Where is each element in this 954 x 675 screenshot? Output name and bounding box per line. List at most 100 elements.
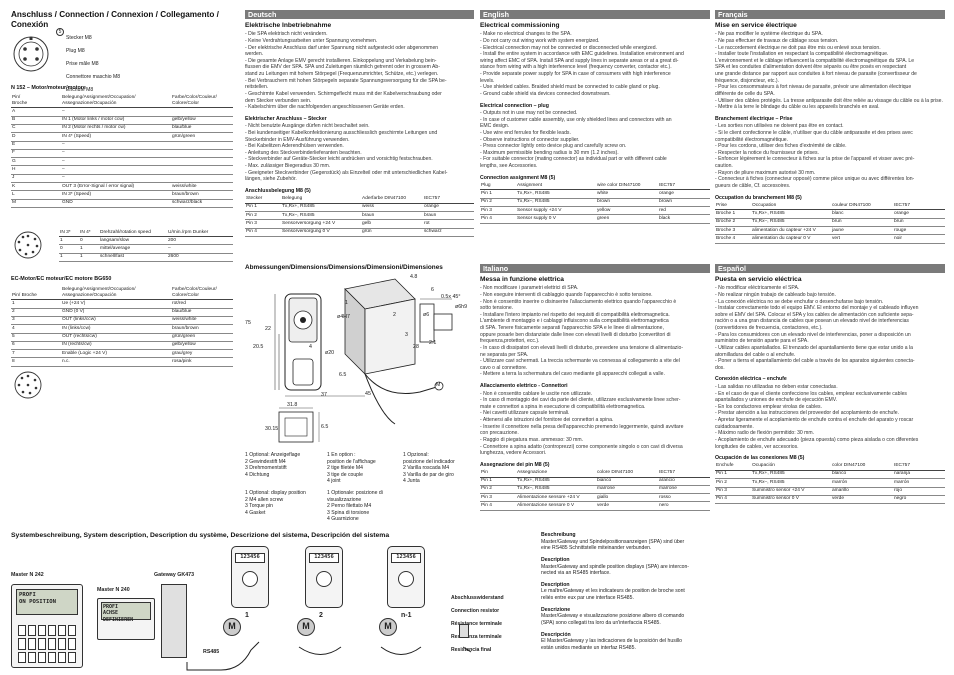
table-cell: mittel/average (99, 244, 167, 254)
table-header-cell: Aderfarbe DIN47100 (361, 195, 423, 204)
table-row: G– (11, 157, 233, 167)
table-cell: weiss (361, 203, 423, 213)
table-cell: – (61, 165, 171, 175)
table-cell: IN 3* (Speed) (61, 190, 171, 200)
table-cell: braun/brown (171, 190, 233, 200)
english-plug-body: - Outputs not in use may not be connecte… (480, 110, 672, 170)
dim-label-22: 22 (265, 326, 271, 332)
table-cell: vert (831, 234, 893, 244)
dimension-legend-fr: 1 En option : position de l'affichage 2 … (327, 452, 376, 485)
dimensions-title: Abmessungen/Dimensions/Dimensions/Dimens… (245, 264, 443, 271)
table-cell: 1 (11, 299, 61, 309)
table-cell: Pin 3 (715, 487, 751, 496)
table-cell: Pin 4 (480, 214, 516, 224)
table-cell: D (11, 132, 61, 142)
motor-table-title: N 152 – Motor/moteur/motore (11, 85, 86, 91)
table-cell (171, 165, 233, 175)
table-cell: rojo (893, 487, 945, 496)
table-cell: Alimentazione sensore +24 V (516, 493, 596, 503)
table-cell: H (11, 165, 61, 175)
table-cell: Pin 4 (715, 495, 751, 505)
connector-callout-number: 5 (56, 28, 64, 36)
table-cell: Pin 4 (480, 501, 516, 511)
table-cell: B (11, 116, 61, 125)
table-cell: A (11, 107, 61, 117)
table-cell: Broche 3 (715, 226, 751, 236)
motor-symbol-label: M (436, 382, 441, 388)
table-cell: Tx,Rx–, RS485 (516, 485, 596, 495)
section-dimensions: Abmessungen/Dimensions/Dimensions/Dimens… (245, 264, 474, 526)
table-header-cell: IEC757 (658, 182, 710, 191)
table-cell: verde (831, 495, 893, 505)
english-title: Electrical commissioning (480, 22, 560, 29)
table-cell: OUT (rechts/cw) (61, 333, 171, 342)
table-cell: grün/green (171, 333, 233, 342)
dim-label-6: 6 (431, 287, 434, 293)
table-cell: Tx,Rx+, RS485 (751, 209, 831, 219)
dim-label-20-5: 20.5 (253, 344, 264, 350)
espanol-table-title: Ocupación de las conexiones M8 (5) (715, 455, 805, 462)
dimension-legend-es: 1 Opzional: posizione del indicador 2 Va… (403, 452, 455, 485)
master-n242-label: Master N 242 (11, 572, 44, 578)
dim-label-scale: 2:1 (429, 340, 437, 346)
deutsch-title: Elektrische Inbetriebnahme (245, 22, 332, 29)
master-n242-keypad[interactable] (18, 625, 76, 663)
table-header-cell: Pin (480, 469, 516, 478)
table-cell: IN 2 (Motor rechts / motor cw) (61, 124, 171, 134)
table-cell: Tx,Rx+, RS485 (516, 189, 596, 199)
table-cell: K (11, 182, 61, 192)
table-cell (171, 157, 233, 167)
table-cell: braun (361, 211, 423, 221)
table-cell: J (11, 174, 61, 184)
table-cell: Tx,Rx+, RS485 (281, 203, 361, 213)
spa-node-2-display: 123456 (309, 553, 339, 563)
table-cell: naranja (893, 470, 945, 480)
table-cell: braun/brown (171, 324, 233, 334)
table-cell: IN (rechts/cw) (61, 341, 171, 351)
table-cell: – (61, 107, 171, 117)
table-cell: OUT 3 (Error-Signal / error signal) (61, 182, 171, 192)
table-cell: marrone (658, 485, 710, 495)
table-header-cell: color DIN47100 (831, 462, 893, 471)
table-cell: IN 4* (Speed) (61, 132, 171, 142)
dim-label-45: 45 (365, 391, 371, 397)
table-cell: 1 (79, 244, 99, 254)
dim-label-chamfer: 0.5x 45° (441, 294, 461, 300)
table-cell: F (11, 149, 61, 159)
table-cell: 5 (11, 333, 61, 342)
table-cell: schwarz (423, 228, 474, 237)
table-cell: M (11, 199, 61, 209)
italiano-plug-body: - Non è consentito cablare le uscite non… (480, 390, 684, 457)
table-cell: noir (893, 234, 945, 244)
table-header-cell: IEC757 (893, 462, 945, 471)
master-n240-label: Master N 240 (97, 587, 130, 593)
table-header-cell: Enchufe (715, 462, 751, 471)
table-header-cell: Stecker (245, 195, 281, 204)
italiano-header: Italiano (480, 264, 710, 273)
table-header-cell: IEC757 (893, 202, 945, 211)
table-header-cell: Plug (480, 182, 516, 191)
spa-node-2-motor-icon: M (297, 618, 315, 636)
table-cell: GND (0 V) (61, 308, 171, 317)
table-cell: – (61, 157, 171, 167)
spa-node-1-motor-icon: M (223, 618, 241, 636)
dim-label-3: 3 (405, 332, 408, 338)
spa-node-n-1-number: n-1 (401, 612, 412, 619)
espanol-title: Puesta en servicio eléctrica (715, 276, 802, 283)
table-cell: marrón (893, 478, 945, 488)
